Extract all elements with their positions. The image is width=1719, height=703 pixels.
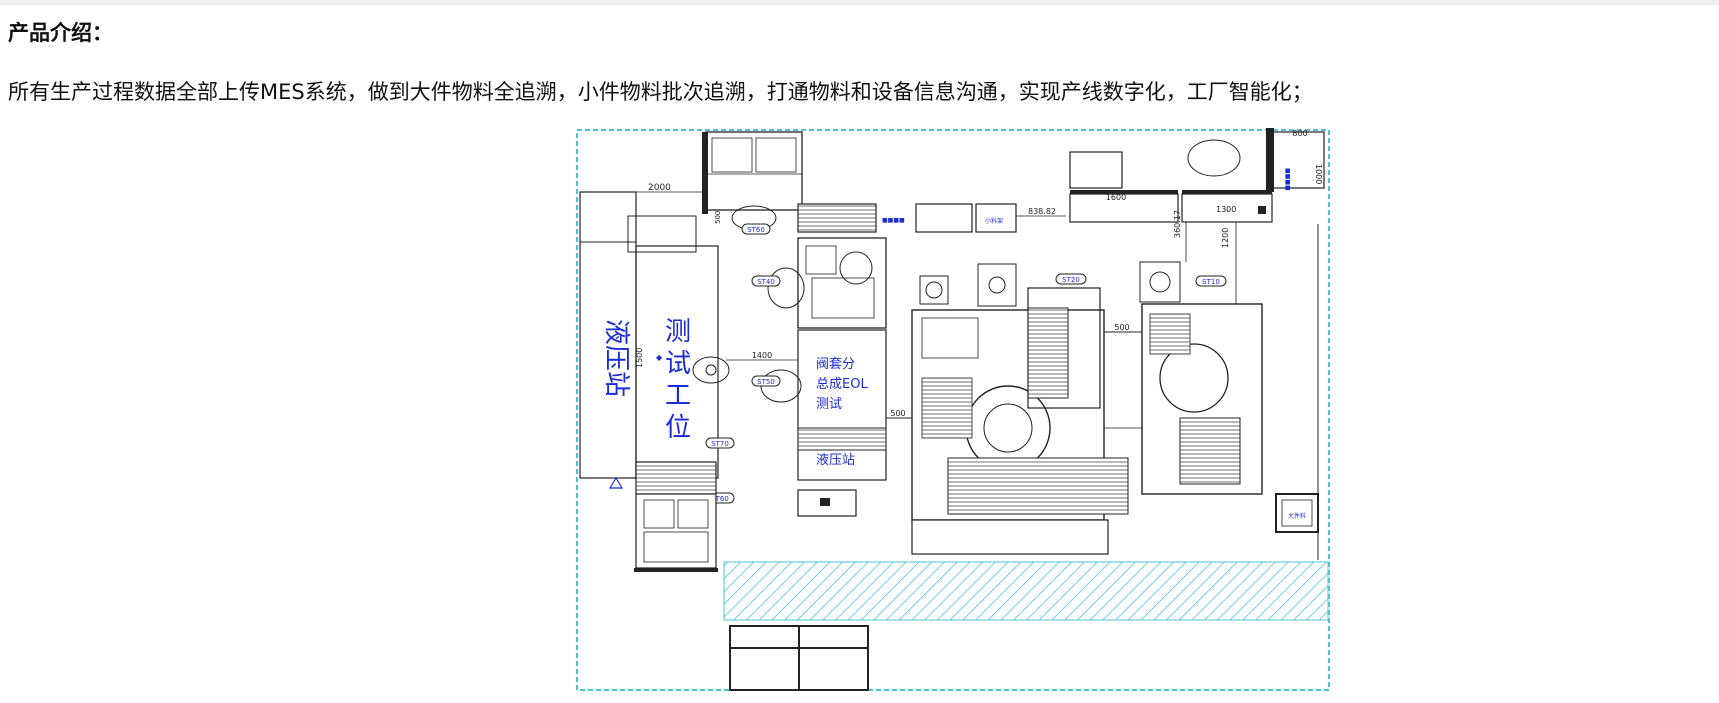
layout-boundary (576, 129, 1330, 691)
operator-figure-3 (767, 267, 805, 309)
dim-500-center: 500 (890, 409, 905, 418)
dim-800: 800 (1292, 129, 1307, 138)
svg-text:ST60: ST60 (747, 226, 765, 234)
operator-figure-1 (692, 356, 730, 384)
tag-st20 (1055, 273, 1087, 285)
layout-drawing: 2000 1500 液压站 测 试 工 位 ◆ ST70 ST60 ST60 5… (576, 128, 1330, 691)
label-test-char-1: 测 (665, 317, 691, 347)
tag-st40 (751, 275, 781, 287)
svg-text:ST50: ST50 (757, 378, 775, 386)
svg-text:■■■■: ■■■■ (1284, 168, 1291, 191)
dim-838: 838.82 (1028, 207, 1056, 216)
tag-st70 (705, 437, 735, 449)
svg-text:ST70: ST70 (711, 440, 729, 448)
label-valve-line-3: 测试 (816, 397, 842, 412)
machine-block-top-left (705, 131, 803, 211)
hatched-floor-area (723, 561, 1329, 621)
label-valve-line-2: 总成EOL (816, 377, 868, 392)
dim-500-right: 500 (1114, 323, 1129, 332)
section-heading: 产品介绍： (8, 21, 113, 45)
tag-st10 (1195, 275, 1227, 287)
dim-1300: 1300 (1216, 205, 1236, 214)
tag-st60-top (741, 223, 771, 235)
machine-block-left-lower (635, 461, 717, 495)
cabinet-center-top (915, 203, 973, 233)
top-bar (0, 0, 1719, 5)
label-hydraulic-station: 液压站 (601, 319, 631, 397)
conveyor-st40 (797, 203, 877, 233)
label-hydraulic-small: 液压站 (816, 453, 855, 468)
arrow-marker (608, 476, 624, 489)
dim-1400: 1400 (752, 351, 772, 360)
svg-text:大件料: 大件料 (1288, 512, 1306, 520)
svg-text:◆: ◆ (656, 353, 663, 362)
cabinet-top-right-1 (1069, 151, 1123, 189)
svg-text:小料架: 小料架 (985, 217, 1003, 225)
tag-st50 (751, 375, 781, 387)
svg-text:ST10: ST10 (1202, 278, 1220, 286)
dim-500-left: 500 (714, 211, 722, 224)
machine-block-st40 (797, 237, 887, 329)
dim-1500: 1500 (635, 348, 644, 368)
dim-360: 360.17 (1173, 210, 1182, 238)
dim-1600: 1600 (1106, 193, 1126, 202)
dim-1200: 1200 (1221, 228, 1230, 248)
label-test-char-2: 试 (665, 349, 691, 379)
svg-text:ST60: ST60 (711, 495, 729, 503)
production-line-layout: 2000 1500 液压站 测 试 工 位 ◆ ST70 ST60 ST60 5… (576, 128, 1332, 693)
label-test-char-4: 位 (665, 413, 691, 443)
dim-2000: 2000 (648, 183, 671, 193)
label-valve-line-1: 阀套分 (816, 356, 855, 372)
svg-text:■■■■: ■■■■ (882, 217, 905, 224)
svg-text:ST40: ST40 (757, 278, 775, 286)
dim-1000: 1000 (1314, 164, 1323, 184)
label-test-char-3: 工 (665, 381, 691, 411)
operator-figure-5 (1187, 139, 1241, 177)
svg-text:ST20: ST20 (1062, 276, 1080, 284)
intro-paragraph: 所有生产过程数据全部上传MES系统，做到大件物料全追溯，小件物料批次追溯，打通物… (8, 80, 1313, 104)
valve-eol-test-area (797, 329, 887, 481)
